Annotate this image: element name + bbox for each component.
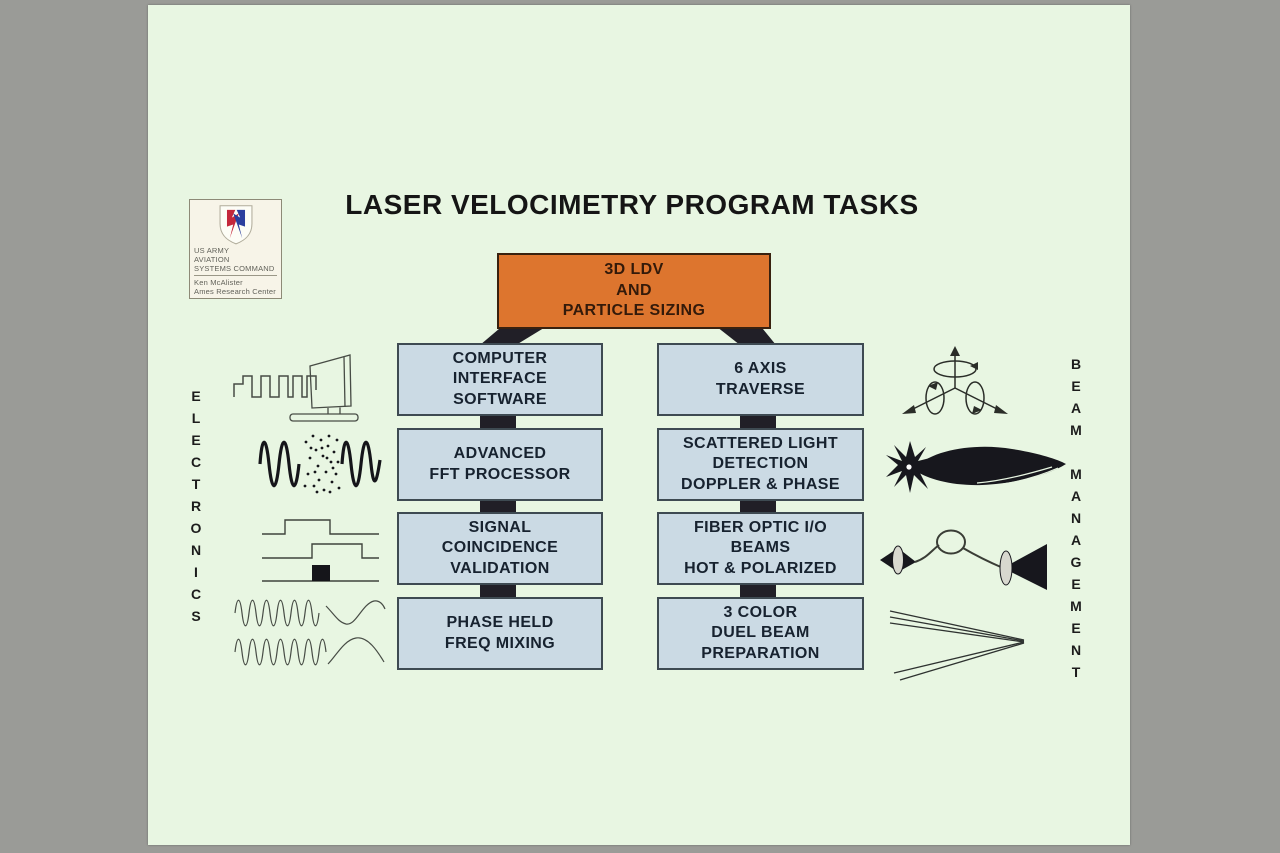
scattered-light-lobe-icon <box>886 441 1066 493</box>
logo-card: US ARMY AVIATION SYSTEMS COMMAND Ken McA… <box>189 199 282 299</box>
logo-person: Ken McAlister <box>194 278 243 287</box>
task-box-line: BEAMS <box>730 539 791 557</box>
frequency-mixing-icon <box>234 599 386 666</box>
side-label-beam-management: BEAM MANAGEMENT <box>1068 356 1084 686</box>
task-box-line: VALIDATION <box>450 559 550 577</box>
task-box-line: 6 AXIS <box>734 360 787 377</box>
task-box-signal-coincidence-validation: SIGNAL COINCIDENCE VALIDATION <box>397 512 603 585</box>
task-box-line: COMPUTER <box>452 349 548 367</box>
task-box-line: SOFTWARE <box>453 390 547 408</box>
task-box-line: ADVANCED <box>453 445 547 462</box>
root-box-line: AND <box>616 281 652 299</box>
task-box-line: HOT & POLARIZED <box>684 559 837 577</box>
task-box-line: DETECTION <box>712 455 809 473</box>
task-box-scattered-light-detection: SCATTERED LIGHT DETECTION DOPPLER & PHAS… <box>657 428 864 501</box>
logo-org-line: US ARMY <box>194 246 230 255</box>
side-label-electronics: ELECTRONICS <box>188 388 204 630</box>
six-axis-motion-icon <box>902 346 1008 415</box>
task-box-line: TRAVERSE <box>715 380 806 398</box>
task-box-3-color-duel-beam-preparation: 3 COLOR DUEL BEAM PREPARATION <box>657 597 864 670</box>
task-box-line: PHASE HELD <box>446 614 554 631</box>
task-box-phase-held-freq-mixing: PHASE HELD FREQ MIXING <box>397 597 603 670</box>
logo-org-line: AVIATION <box>194 255 230 264</box>
task-box-line: FREQ MIXING <box>444 634 556 652</box>
task-box-fiber-optic-io-beams: FIBER OPTIC I/O BEAMS HOT & POLARIZED <box>657 512 864 585</box>
task-box-advanced-fft-processor: ADVANCED FFT PROCESSOR <box>397 428 603 501</box>
task-box-6-axis-traverse: 6 AXIS TRAVERSE <box>657 343 864 416</box>
logo-org-line: SYSTEMS COMMAND <box>194 264 275 273</box>
logo-divider <box>194 275 277 276</box>
pulse-coincidence-icon <box>262 519 379 582</box>
task-box-line: SCATTERED LIGHT <box>682 434 839 452</box>
army-shield-icon <box>219 205 252 245</box>
doppler-burst-icon <box>258 434 382 494</box>
fiber-optic-loop-icon <box>880 529 1047 590</box>
task-box-line: FFT PROCESSOR <box>429 465 571 483</box>
digital-signal-monitor-icon <box>233 354 359 422</box>
task-box-computer-interface-software: COMPUTER INTERFACE SOFTWARE <box>397 343 603 416</box>
task-box-line: PREPARATION <box>701 644 820 662</box>
task-box-line: FIBER OPTIC I/O <box>693 518 828 536</box>
task-box-line: SIGNAL <box>468 518 532 536</box>
task-box-line: INTERFACE <box>452 370 548 388</box>
logo-center: Ames Research Center <box>194 287 276 296</box>
root-box-line: 3D LDV <box>604 261 664 279</box>
task-box-line: COINCIDENCE <box>441 539 559 557</box>
poster-page: US ARMY AVIATION SYSTEMS COMMAND Ken McA… <box>148 5 1130 845</box>
task-box-line: DUEL BEAM <box>711 624 810 642</box>
crossing-beams-icon <box>889 610 1025 681</box>
root-box-line: PARTICLE SIZING <box>562 302 706 320</box>
task-box-line: 3 COLOR <box>723 603 798 621</box>
root-task-box: 3D LDV AND PARTICLE SIZING <box>497 253 771 329</box>
task-box-line: DOPPLER & PHASE <box>681 475 840 493</box>
page-title: LASER VELOCIMETRY PROGRAM TASKS <box>345 189 919 220</box>
